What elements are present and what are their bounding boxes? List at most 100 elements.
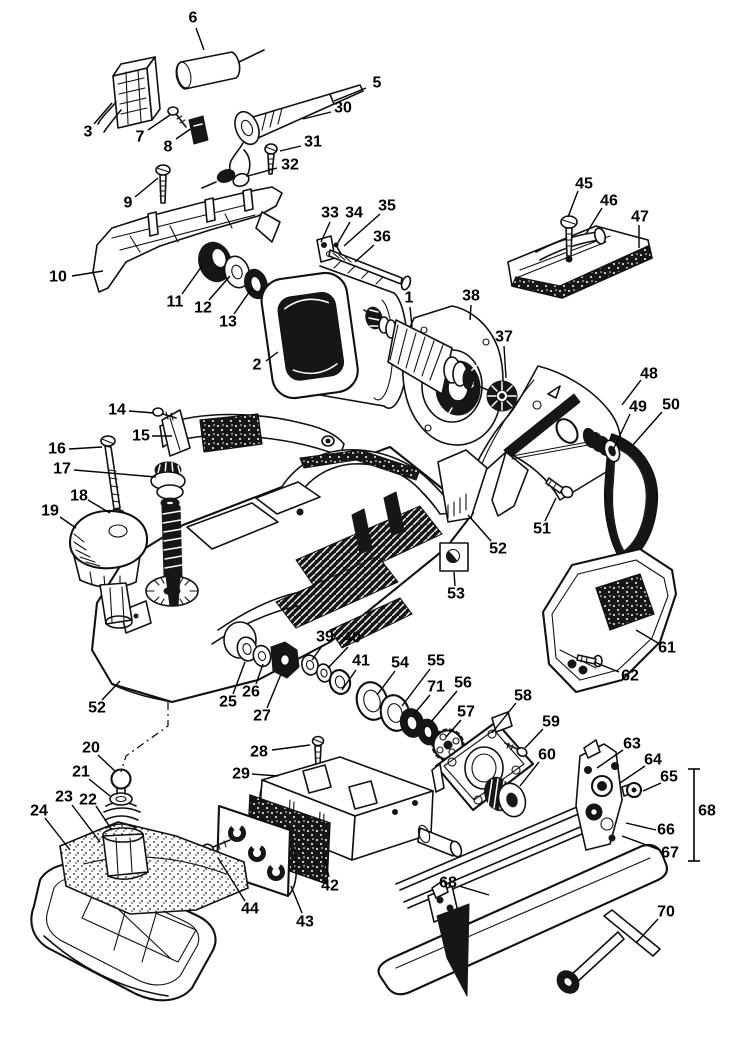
- leader-line-30: [302, 111, 332, 120]
- part-label-5: 5: [373, 75, 382, 92]
- part-label-13: 13: [219, 314, 237, 331]
- part-label-52: 52: [88, 700, 106, 717]
- part-label-47: 47: [631, 209, 649, 226]
- leader-line-42: [323, 855, 330, 878]
- leader-line-13: [233, 287, 253, 315]
- leader-line-41: [341, 669, 357, 691]
- part-label-14: 14: [108, 402, 126, 419]
- leader-line-10: [71, 270, 104, 277]
- part-screw-9: [155, 164, 171, 204]
- parts-artwork: [30, 49, 678, 1002]
- part-label-18: 18: [70, 488, 88, 505]
- part-label-44: 44: [241, 901, 259, 918]
- part-screw-28: [311, 735, 325, 767]
- part-label-39: 39: [316, 629, 334, 646]
- part-label-67: 67: [661, 845, 679, 862]
- leader-line-52: [101, 680, 121, 701]
- part-adjust-screw-16: [100, 435, 121, 510]
- leader-line-40: [327, 646, 349, 669]
- part-label-51: 51: [533, 521, 551, 538]
- part-label-12: 12: [194, 300, 212, 317]
- part-knob-17-column: [150, 461, 186, 607]
- leader-line-1: [409, 306, 413, 328]
- part-label-40: 40: [343, 630, 361, 647]
- part-fan: [486, 380, 524, 412]
- part-label-10: 10: [49, 269, 67, 286]
- part-label-59: 59: [542, 714, 560, 731]
- leader-line-51: [544, 497, 557, 522]
- part-label-62: 62: [621, 668, 639, 685]
- part-label-16: 16: [48, 441, 66, 458]
- part-label-22: 22: [79, 792, 97, 809]
- leader-line-20: [97, 754, 117, 773]
- part-power-cord: [228, 84, 364, 171]
- leader-line-49: [612, 413, 631, 451]
- part-capacitor: [175, 49, 265, 90]
- leader-line-24: [44, 817, 71, 851]
- part-label-29: 29: [232, 766, 250, 783]
- part-label-68: 68: [698, 803, 716, 820]
- part-main-housing: [90, 445, 488, 704]
- part-switch: [97, 56, 161, 133]
- leader-line-16: [68, 446, 103, 450]
- part-label-26: 26: [242, 684, 260, 701]
- part-label-28: 28: [250, 744, 268, 761]
- leader-line-68: [458, 885, 490, 896]
- part-label-56: 56: [454, 675, 472, 692]
- part-screw-59: [504, 742, 528, 758]
- part-label-54: 54: [391, 655, 409, 672]
- leader-line-36: [354, 244, 375, 263]
- part-label-33: 33: [321, 205, 339, 222]
- part-through-bolt: [328, 249, 412, 291]
- leader-line-9: [134, 177, 159, 198]
- part-top-cover: [92, 186, 283, 293]
- leader-line-67: [621, 835, 661, 851]
- part-label-68: 68: [439, 875, 457, 892]
- leader-line-37: [503, 345, 507, 379]
- leader-line-3: [93, 102, 113, 125]
- leader-line-58: [491, 702, 517, 734]
- leader-line-43: [290, 885, 303, 914]
- part-fence-bracket: [395, 739, 643, 909]
- leader-line-22: [95, 805, 113, 831]
- part-label-25: 25: [219, 694, 237, 711]
- leader-line-70: [635, 918, 659, 944]
- leader-line-63: [596, 749, 624, 769]
- part-label-53: 53: [447, 586, 465, 603]
- part-cutter-pulley: [484, 776, 527, 818]
- part-label-63: 63: [623, 736, 641, 753]
- part-label-49: 49: [629, 399, 647, 416]
- leader-line-19: [59, 516, 77, 529]
- leader-line-56: [430, 690, 458, 723]
- leader-line-8: [175, 127, 193, 140]
- part-bearing-stack-11-12-13: [198, 241, 268, 300]
- part-label-3: 3: [84, 124, 93, 141]
- leader-line-50: [631, 411, 663, 447]
- leader-line-48: [621, 379, 642, 406]
- leader-line-21: [88, 778, 111, 797]
- part-knob-19: [68, 509, 149, 629]
- leader-line-6: [195, 27, 205, 51]
- part-label-24: 24: [30, 803, 48, 820]
- leader-line-66: [625, 822, 657, 831]
- part-label-65: 65: [660, 769, 678, 786]
- part-label-60: 60: [538, 747, 556, 764]
- leader-line-44: [217, 857, 246, 902]
- part-label-42: 42: [321, 878, 339, 895]
- part-front-handle: [159, 409, 345, 457]
- leader-line-34: [335, 221, 351, 247]
- part-guard-plate: [467, 365, 622, 517]
- part-belt-cover: [541, 547, 678, 694]
- part-label-21: 21: [72, 764, 90, 781]
- leader-line-46: [585, 207, 603, 235]
- leader-line-55: [401, 668, 431, 707]
- leader-line-18: [87, 499, 111, 514]
- leader-line-53: [453, 571, 456, 587]
- part-screw-51: [545, 477, 574, 499]
- part-label-61: 61: [658, 640, 676, 657]
- leader-line-60: [519, 761, 540, 787]
- part-plate-8: [188, 115, 209, 145]
- part-label-7: 7: [136, 129, 145, 146]
- leader-line-65: [642, 782, 662, 792]
